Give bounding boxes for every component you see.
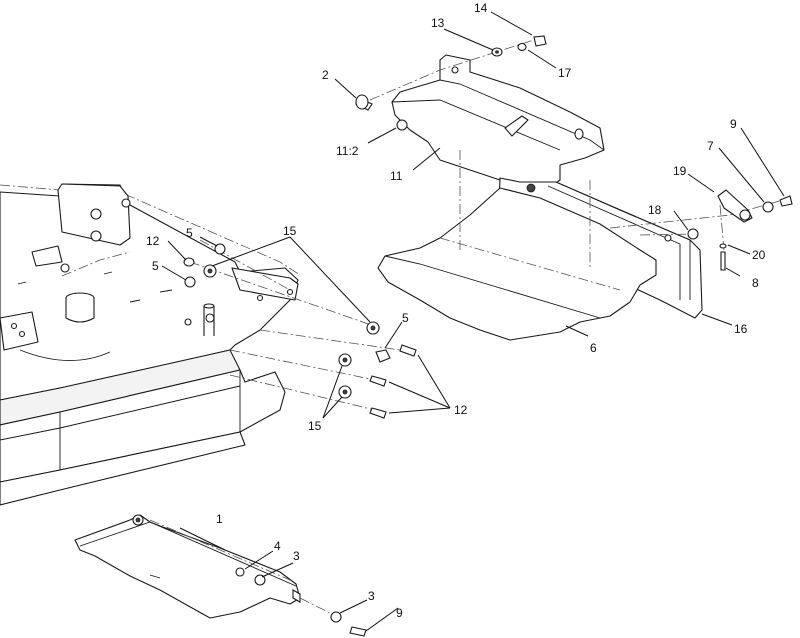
callout-15-top: 15 (283, 224, 297, 238)
callout-3-upper: 3 (293, 549, 300, 563)
callout-7: 7 (707, 139, 714, 153)
callout-17: 17 (558, 66, 572, 80)
callout-5-top: 5 (186, 226, 193, 240)
bottom-guard-1 (74, 514, 301, 619)
callout-labels: 1 2 3 3 4 5 5 5 6 7 8 9 9 11 11:2 12 12 … (146, 1, 766, 620)
callout-3-lower: 3 (368, 589, 375, 603)
callout-4: 4 (274, 539, 281, 553)
top-shield-11 (391, 54, 605, 196)
callout-13: 13 (431, 16, 445, 30)
callout-9-top: 9 (730, 117, 737, 131)
callout-1: 1 (216, 512, 223, 526)
callout-2: 2 (322, 68, 329, 82)
leader-lines (161, 11, 785, 632)
callout-16: 16 (734, 322, 748, 336)
callout-20: 20 (752, 248, 766, 262)
callout-15-bottom: 15 (308, 419, 322, 433)
callout-5-right: 5 (402, 311, 409, 325)
hardware (183, 35, 793, 637)
callout-19: 19 (673, 164, 687, 178)
callout-11: 11 (390, 169, 403, 183)
centerlines (149, 37, 791, 619)
callout-14: 14 (474, 1, 488, 15)
callout-18: 18 (648, 203, 662, 217)
callout-11-2: 11:2 (336, 144, 359, 158)
callout-5-left: 5 (152, 259, 159, 273)
baffle-plate-6 (377, 150, 657, 341)
callout-12-right: 12 (454, 403, 468, 417)
callout-8: 8 (752, 276, 759, 290)
callout-9-bottom: 9 (396, 606, 403, 620)
callout-6: 6 (590, 341, 597, 355)
callout-12-left: 12 (146, 234, 160, 248)
mower-deck (0, 183, 301, 506)
